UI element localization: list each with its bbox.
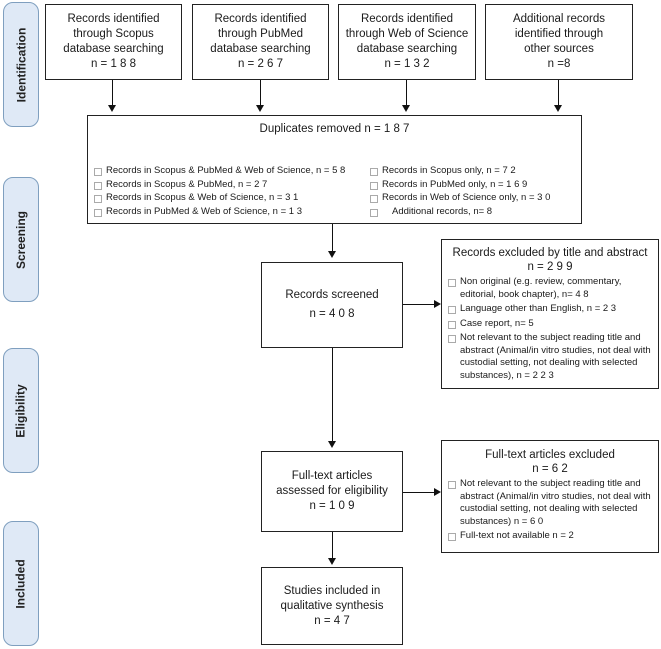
source-count: n = 1 3 2 [384,58,430,70]
connector [332,532,333,558]
arrow-head [108,105,116,112]
fulltext-excluded-box: Full-text articles excluded n = 6 2 Not … [441,440,659,553]
list-item: Records in Scopus only, n = 7 2 [370,165,580,178]
source-box-wos: Records identified through Web of Scienc… [338,4,476,80]
list-item: Records in Scopus & PubMed, n = 2 7 [94,179,366,192]
source-box-scopus: Records identified through Scopus databa… [45,4,182,80]
list-item: Non original (e.g. review, commentary, e… [448,276,652,301]
checkbox-bullet-icon [370,208,378,217]
stage-screening: Screening [3,177,39,302]
source-box-pubmed: Records identified through PubMed databa… [192,4,329,80]
duplicates-left-list: Records in Scopus & PubMed & Web of Scie… [94,165,366,219]
list-item: Records in PubMed only, n = 1 6 9 [370,179,580,192]
list-item: Additional records, n= 8 [370,206,580,219]
list-item: Full-text not available n = 2 [448,530,652,543]
checkbox-bullet-icon [94,168,102,176]
checkbox-bullet-icon [448,320,456,329]
source-line3: database searching [356,43,458,55]
included-line2: qualitative synthesis [280,599,384,612]
arrow-head [434,488,441,496]
list-item: Records in Web of Science only, n = 3 0 [370,192,580,205]
checkbox-bullet-icon [448,533,456,541]
checkbox-bullet-icon [370,168,378,176]
connector [112,80,113,106]
connector [406,80,407,106]
list-item: Language other than English, n = 2 3 [448,303,652,316]
arrow-head [402,105,410,112]
arrow-head [328,441,336,448]
source-box-other: Additional records identified through ot… [485,4,633,80]
included-line1: Studies included in [283,584,381,597]
connector [332,348,333,441]
stage-eligibility: Eligibility [3,348,39,473]
source-line1: Records identified [214,13,307,25]
source-count: n = 1 8 8 [90,58,137,70]
connector [558,80,559,106]
connector [403,492,434,493]
checkbox-bullet-icon [448,279,456,287]
included-box: Studies included in qualitative synthesi… [261,567,403,645]
source-line3: database searching [210,43,311,55]
source-line1: Records identified [67,13,160,25]
duplicates-box: Duplicates removed n = 1 8 7 Records in … [87,115,582,224]
connector [403,304,434,305]
list-item: Case report, n= 5 [448,318,652,331]
source-line1: Additional records [512,13,606,25]
source-line2: through PubMed [217,28,304,40]
records-screened-box: Records screened n = 4 0 8 [261,262,403,348]
fulltext-count: n = 1 0 9 [309,500,355,512]
list-item: Records in PubMed & Web of Science, n = … [94,206,366,219]
stage-identification: Identification [3,2,39,127]
list-item: Records in Scopus & PubMed & Web of Scie… [94,165,366,178]
excluded-title-abstract-box: Records excluded by title and abstract n… [441,239,659,389]
arrow-head [434,300,441,308]
included-count: n = 4 7 [314,614,350,627]
stage-screening-label: Screening [14,210,28,269]
checkbox-bullet-icon [370,181,378,190]
source-line2: through Web of Science [345,28,469,40]
list-item: Records in Scopus & Web of Science, n = … [94,192,366,205]
arrow-head [256,105,264,112]
fulltext-line2: assessed for eligibility [276,485,388,497]
fulltext-line1: Full-text articles [291,470,373,482]
checkbox-bullet-icon [94,208,102,217]
source-count: n = 2 6 7 [237,58,284,70]
source-line3: database searching [63,43,164,55]
checkbox-bullet-icon [370,195,378,203]
screened-count: n = 4 0 8 [309,308,355,320]
stage-identification-label: Identification [14,27,29,102]
screened-label: Records screened [285,289,379,301]
excluded-ta-title: Records excluded by title and abstract [452,247,648,259]
connector [332,224,333,251]
checkbox-bullet-icon [94,181,102,190]
fulltext-assessed-box: Full-text articles assessed for eligibil… [261,451,403,532]
checkbox-bullet-icon [448,481,456,489]
connector [260,80,261,106]
checkbox-bullet-icon [448,335,456,343]
arrow-head [328,251,336,258]
arrow-head [328,558,336,565]
stage-eligibility-label: Eligibility [14,383,28,438]
stage-included: Included [3,521,39,646]
list-item: Not relevant to the subject reading titl… [448,478,652,528]
arrow-head [554,105,562,112]
source-line2: identified through [514,28,604,40]
source-line3: other sources [524,43,594,55]
excluded-ta-count: n = 2 9 9 [527,261,573,273]
source-line1: Records identified [360,13,454,25]
stage-included-label: Included [14,558,28,609]
source-count: n =8 [547,58,571,70]
checkbox-bullet-icon [448,306,456,314]
duplicates-title: Duplicates removed n = 1 8 7 [259,123,410,135]
excluded-ft-title: Full-text articles excluded [485,449,615,461]
list-item: Not relevant to the subject reading titl… [448,332,652,382]
checkbox-bullet-icon [94,195,102,203]
excluded-ft-count: n = 6 2 [532,463,568,475]
source-line2: through Scopus [73,28,154,40]
duplicates-right-list: Records in Scopus only, n = 7 2 Records … [370,165,580,219]
